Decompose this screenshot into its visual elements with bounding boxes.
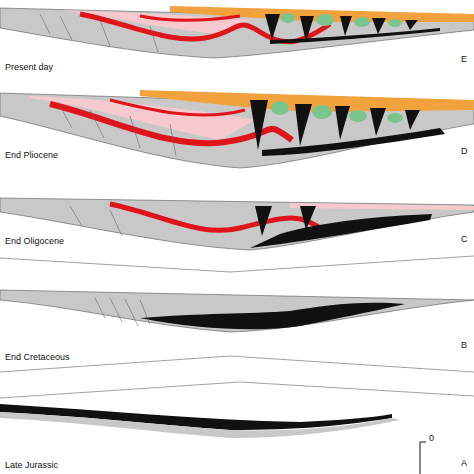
panel-letter: C xyxy=(460,234,469,245)
stage-label: End Cretaceous xyxy=(4,352,71,363)
scale-value: 0 xyxy=(428,433,435,444)
section-a xyxy=(0,382,474,438)
section-e xyxy=(0,6,474,58)
panel-letter: B xyxy=(460,340,468,351)
panel-letter: E xyxy=(460,54,468,65)
stage-label: End Pliocene xyxy=(4,150,59,161)
stage-label: Present day xyxy=(4,62,54,73)
stage-label: End Oligocene xyxy=(4,236,65,247)
panel-letter: A xyxy=(460,458,468,469)
section-d xyxy=(0,90,474,168)
section-b xyxy=(0,290,474,372)
panel-letter: D xyxy=(460,146,469,157)
section-c xyxy=(0,198,474,272)
stage-label: Late Jurassic xyxy=(4,460,59,471)
scale-bar xyxy=(420,442,426,474)
